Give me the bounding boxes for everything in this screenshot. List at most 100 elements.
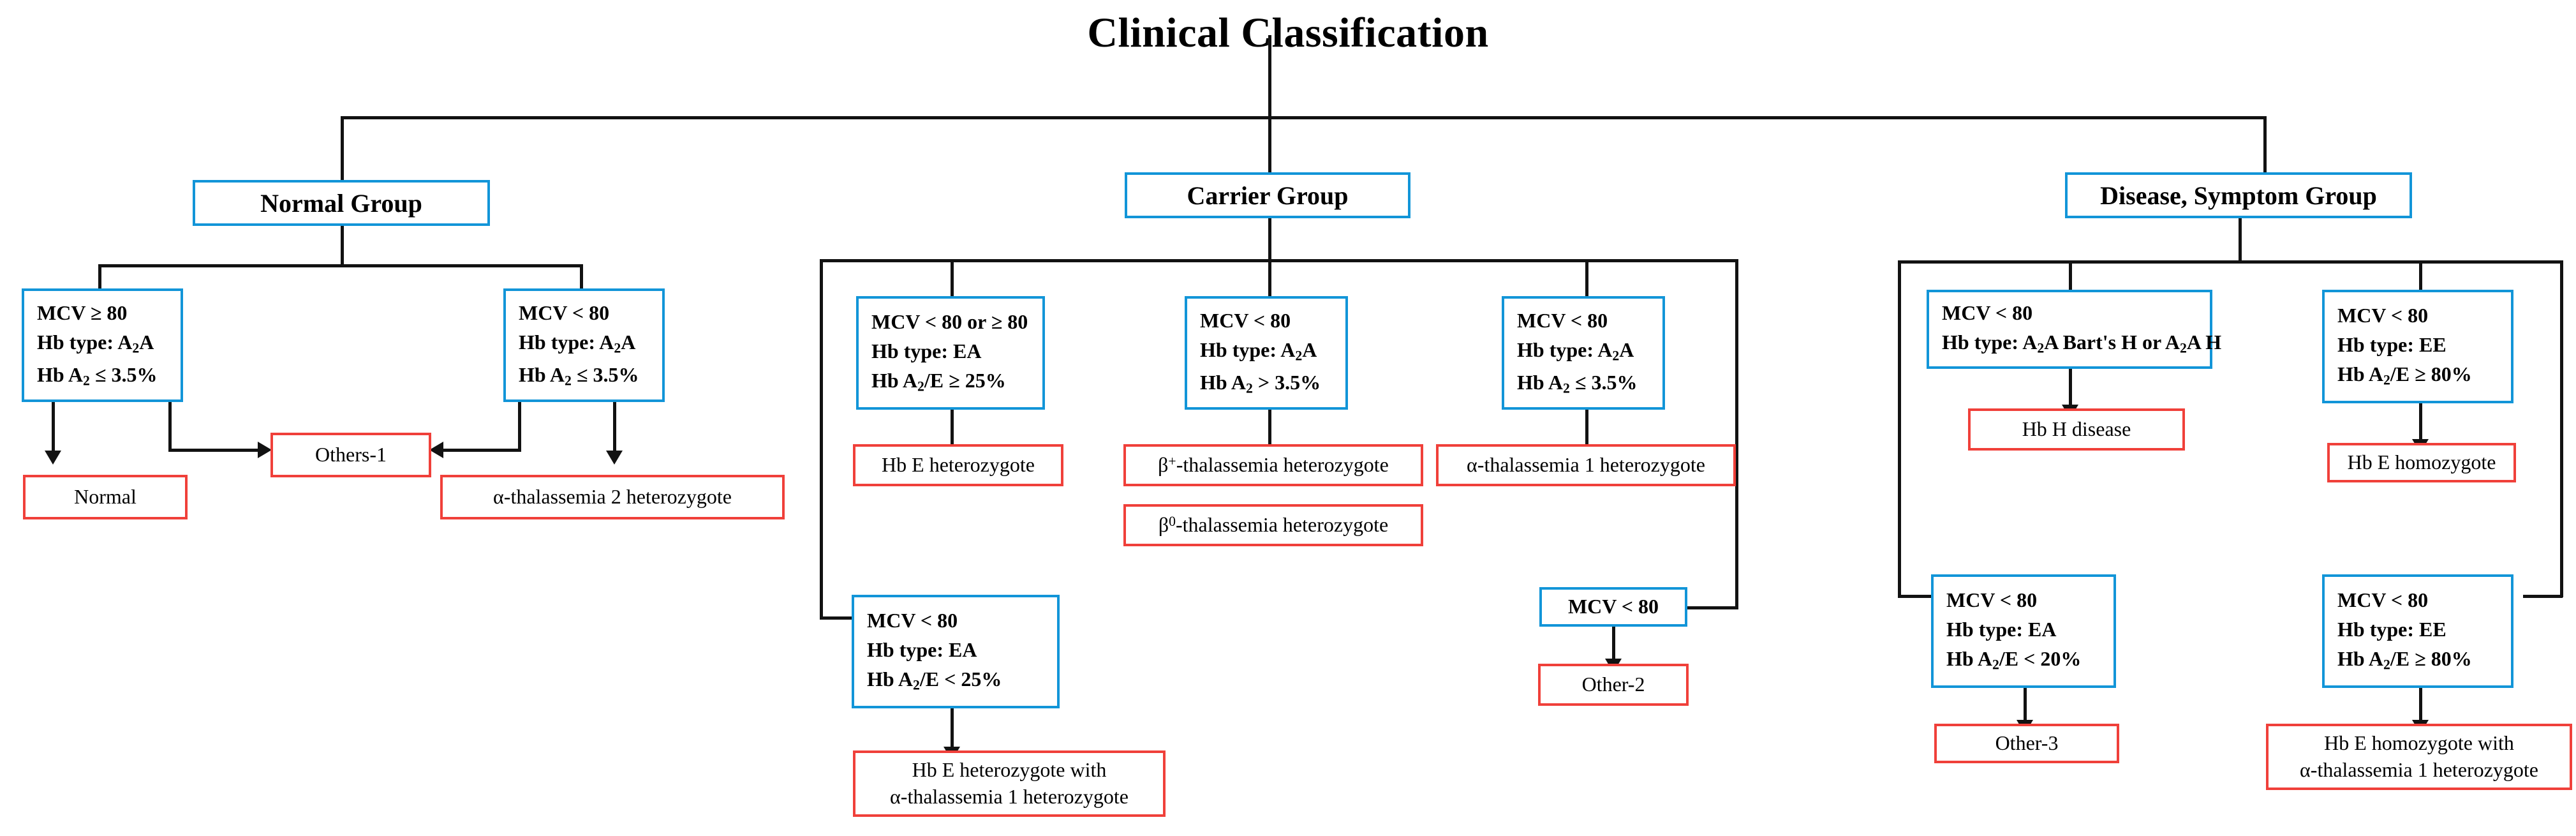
n1-to-others-leg (168, 402, 172, 452)
carrier-c1-drop (951, 259, 954, 297)
criteria-c2-line3: Hb A2 > 3.5% (1200, 371, 1321, 396)
d1-to-hbh-line (2069, 369, 2072, 408)
criteria-box-c5[interactable]: MCV < 80 (1539, 587, 1687, 627)
result-label-hbe-homo-with-alpha-line2: α-thalassemia 1 heterozygote (2300, 758, 2538, 781)
criteria-d2-line3: Hb A2/E ≥ 80% (2337, 362, 2472, 388)
criteria-n2-line2: Hb type: A2A (519, 330, 636, 356)
criteria-c4-line1: MCV < 80 (867, 609, 958, 632)
disease-d2-drop (2419, 260, 2422, 297)
result-box-alpha-thal-2-het[interactable]: α-thalassemia 2 heterozygote (440, 475, 785, 519)
criteria-c1-line1: MCV < 80 or ≥ 80 (871, 310, 1028, 334)
result-box-other-2[interactable]: Other-2 (1538, 664, 1689, 706)
criteria-c4-line3: Hb A2/E < 25% (867, 668, 1002, 693)
n2-to-alpha2-line (613, 402, 616, 454)
criteria-d3-line3: Hb A2/E < 20% (1946, 647, 2082, 673)
criteria-c2-line2: Hb type: A2A (1200, 338, 1317, 364)
page-title: Clinical Classification (1087, 10, 1489, 56)
c5-to-other2-line (1612, 627, 1615, 662)
carrier-c3-drop (1585, 259, 1588, 297)
criteria-box-d3[interactable]: MCV < 80 Hb type: EA Hb A2/E < 20% (1931, 574, 2116, 688)
criteria-d4-line3: Hb A2/E ≥ 80% (2337, 647, 2472, 673)
criteria-n2-line1: MCV < 80 (519, 301, 610, 324)
result-box-alpha-thal-1-het[interactable]: α-thalassemia 1 heterozygote (1436, 444, 1736, 486)
result-label-beta-zero-thal-het: β0-thalassemia heterozygote (1158, 513, 1389, 537)
result-label-beta-plus-thal-het: β+-thalassemia heterozygote (1158, 453, 1389, 477)
criteria-c3-line2: Hb type: A2A (1517, 338, 1634, 364)
criteria-box-d1[interactable]: MCV < 80 Hb type: A2A Bart's H or A2A H (1927, 290, 2222, 369)
d3-to-other3-line (2024, 688, 2027, 724)
criteria-c1-line3: Hb A2/E ≥ 25% (871, 369, 1006, 394)
criteria-box-n1[interactable]: MCV ≥ 80 Hb type: A2A Hb A2 ≤ 3.5% (22, 288, 183, 402)
criteria-n1-line3: Hb A2 ≤ 3.5% (37, 363, 158, 389)
result-label-hbh-disease: Hb H disease (2022, 417, 2131, 441)
criteria-n1-line2: Hb type: A2A (37, 330, 154, 356)
n1-to-normal-arrow-icon (45, 451, 61, 465)
criteria-c5-line1: MCV < 80 (1567, 595, 1659, 618)
criteria-box-c4[interactable]: MCV < 80 Hb type: EA Hb A2/E < 25% (852, 595, 1060, 708)
carrier-c2-drop (1268, 259, 1271, 297)
c2-to-beta-plus-line (1268, 410, 1271, 458)
criteria-d1-line1: MCV < 80 (1942, 301, 2033, 325)
result-box-hbe-heterozygote[interactable]: Hb E heterozygote (853, 444, 1063, 486)
n2-to-alpha2-arrow-icon (606, 451, 623, 465)
criteria-box-d4[interactable]: MCV < 80 Hb type: EE Hb A2/E ≥ 80% (2322, 574, 2513, 688)
normal-bus (98, 264, 583, 267)
normal-bus-right-leg (580, 264, 583, 290)
group-label-normal: Normal Group (260, 188, 422, 218)
result-box-others-1[interactable]: Others-1 (270, 433, 431, 477)
result-box-beta-zero-thal-het[interactable]: β0-thalassemia heterozygote (1123, 504, 1423, 546)
group-label-carrier: Carrier Group (1187, 181, 1349, 210)
result-box-normal[interactable]: Normal (23, 475, 188, 519)
criteria-box-c2[interactable]: MCV < 80 Hb type: A2A Hb A2 > 3.5% (1185, 296, 1348, 410)
d2-to-hbe-homo-line (2419, 403, 2422, 443)
criteria-d1-line2: Hb type: A2A Bart's H or A2A H (1942, 331, 2222, 356)
criteria-c4-line2: Hb type: EA (867, 638, 977, 662)
criteria-box-c3[interactable]: MCV < 80 Hb type: A2A Hb A2 ≤ 3.5% (1502, 296, 1665, 410)
carrier-bus (820, 259, 1738, 262)
group-header-disease[interactable]: Disease, Symptom Group (2065, 172, 2412, 218)
root-to-carrier (1268, 116, 1271, 172)
criteria-box-n2[interactable]: MCV < 80 Hb type: A2A Hb A2 ≤ 3.5% (503, 288, 665, 402)
criteria-c1-line2: Hb type: EA (871, 340, 982, 363)
n2-to-others-arrow-icon (429, 442, 443, 458)
carrier-bus-left-foot (820, 616, 852, 620)
carrier-stem (1268, 218, 1271, 260)
result-box-hbh-disease[interactable]: Hb H disease (1968, 408, 2185, 451)
result-label-hbe-heterozygote: Hb E heterozygote (882, 453, 1035, 477)
c3-to-alpha1-line (1585, 410, 1588, 458)
result-box-hbe-homozygote[interactable]: Hb E homozygote (2327, 443, 2516, 482)
criteria-box-c1[interactable]: MCV < 80 or ≥ 80 Hb type: EA Hb A2/E ≥ 2… (856, 296, 1045, 410)
result-box-beta-plus-thal-het[interactable]: β+-thalassemia heterozygote (1123, 444, 1423, 486)
root-bus (341, 116, 2266, 119)
result-label-hbe-het-with-alpha-line1: Hb E heterozygote with (912, 758, 1107, 782)
result-label-normal: Normal (74, 485, 137, 509)
disease-bus-left-foot (1898, 595, 1931, 598)
disease-d1-drop (2069, 260, 2072, 297)
normal-bus-left-leg (98, 264, 101, 290)
c4-to-result-line (951, 708, 954, 750)
result-box-hbe-het-with-alpha[interactable]: Hb E heterozygote with α-thalassemia 1 h… (853, 750, 1166, 817)
result-label-alpha-thal-1-het: α-thalassemia 1 heterozygote (1467, 453, 1705, 477)
disease-bus-left-leg (1898, 260, 1901, 597)
disease-bus-right-leg (2560, 260, 2563, 597)
criteria-n2-line3: Hb A2 ≤ 3.5% (519, 363, 639, 389)
root-to-normal (341, 116, 344, 180)
group-header-carrier[interactable]: Carrier Group (1125, 172, 1410, 218)
n2-to-others-line (440, 449, 521, 452)
carrier-bus-right-foot (1686, 606, 1738, 609)
result-label-others-1: Others-1 (315, 443, 387, 467)
result-box-other-3[interactable]: Other-3 (1934, 724, 2119, 763)
group-header-normal[interactable]: Normal Group (193, 180, 490, 226)
result-label-hbe-homozygote: Hb E homozygote (2347, 451, 2496, 474)
criteria-box-d2[interactable]: MCV < 80 Hb type: EE Hb A2/E ≥ 80% (2322, 290, 2513, 403)
c1-to-hbe-line (951, 410, 954, 458)
criteria-d3-line2: Hb type: EA (1946, 618, 2057, 641)
n1-to-normal-line (52, 402, 55, 454)
normal-stem (341, 226, 344, 264)
result-label-hbe-homo-with-alpha-line1: Hb E homozygote with (2324, 731, 2514, 755)
n1-to-others-arrow-icon (258, 442, 272, 458)
criteria-d2-line2: Hb type: EE (2337, 333, 2446, 357)
result-box-hbe-homo-with-alpha[interactable]: Hb E homozygote with α-thalassemia 1 het… (2266, 724, 2572, 790)
root-stem (1268, 35, 1271, 118)
